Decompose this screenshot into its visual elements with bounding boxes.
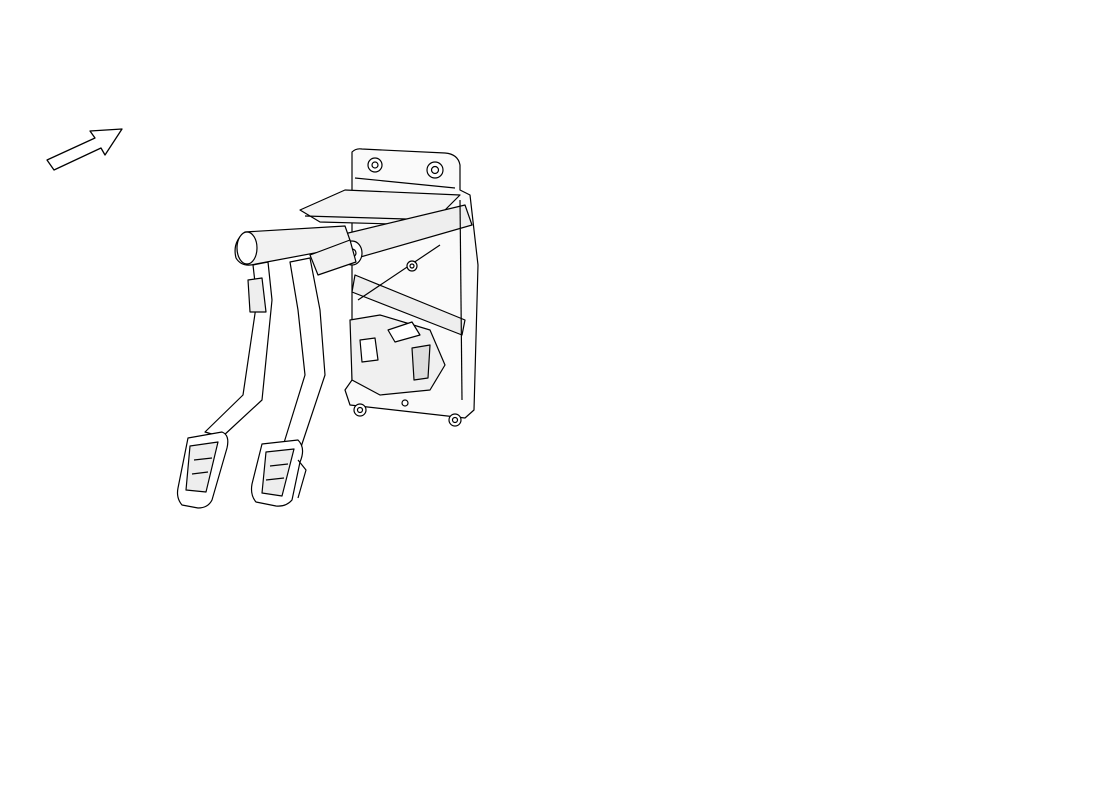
direction-arrow-icon [46,128,123,171]
pedal-assembly-1[interactable] [176,148,479,509]
